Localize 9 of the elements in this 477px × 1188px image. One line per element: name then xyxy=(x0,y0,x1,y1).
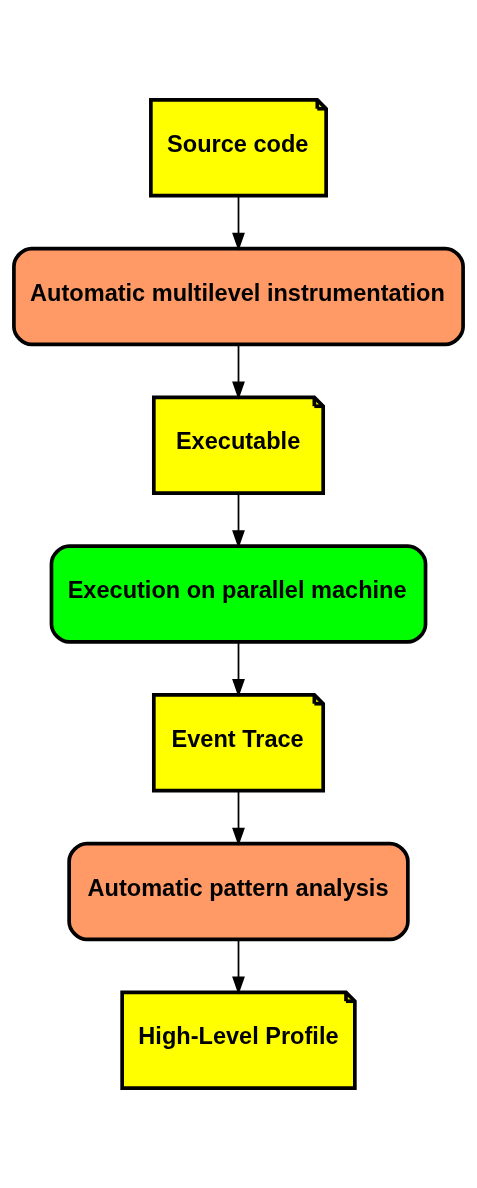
arrow xyxy=(232,194,245,252)
arrow xyxy=(232,938,245,995)
node-box: Execution on parallel machine xyxy=(49,544,428,644)
arrow xyxy=(232,641,245,698)
arrow xyxy=(232,492,245,549)
node-box: Automatic pattern analysis xyxy=(67,841,410,942)
arrow xyxy=(232,343,245,400)
arrow xyxy=(232,789,245,847)
node-box: Automatic multilevel instrumentation xyxy=(12,246,465,347)
